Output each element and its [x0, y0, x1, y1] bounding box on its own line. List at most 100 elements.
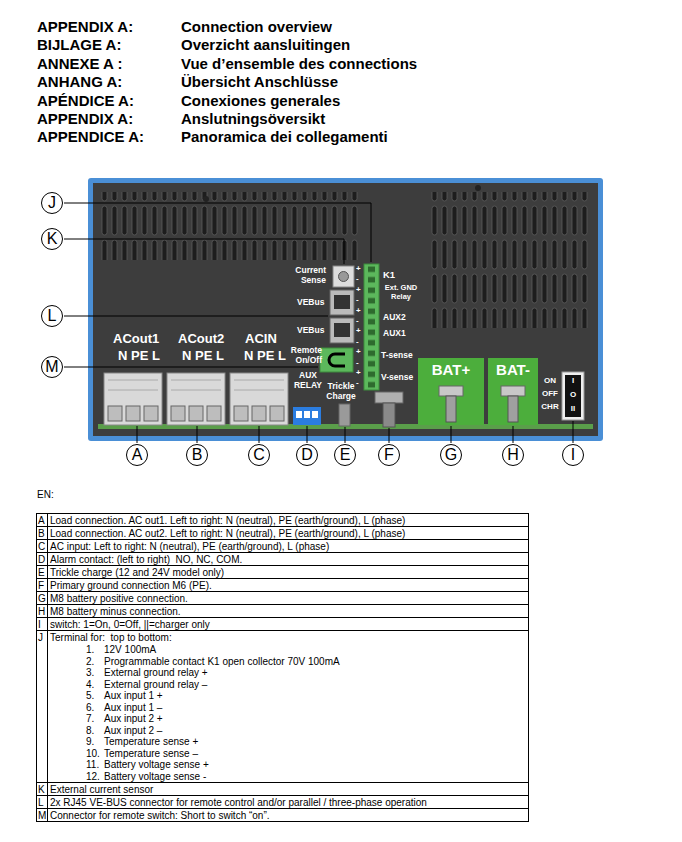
heading-text: Anslutningsöversikt: [181, 110, 325, 128]
panel-label: Remote On/Off: [284, 345, 322, 365]
remote-connector: [320, 348, 353, 372]
panel-label: ON: [541, 376, 559, 386]
table-cell: H: [38, 605, 45, 618]
panel-label: +: [356, 306, 361, 316]
table-cell: Aux input 1 +: [104, 689, 163, 702]
node-text: H: [507, 446, 519, 463]
callout-letter: D: [296, 444, 318, 466]
table-cell: 8.: [86, 724, 94, 737]
table-cell: Temperature sense +: [104, 735, 198, 748]
node-text: L: [48, 307, 57, 324]
heading-text: APÉNDICE A:: [37, 92, 134, 110]
heading-text: Conexiones generales: [181, 92, 340, 110]
node-text: A: [132, 446, 143, 463]
node-text: D: [301, 446, 313, 463]
node-text: BAT+: [432, 361, 470, 378]
trickle-terminal: [339, 404, 350, 426]
panel-label: AUX2: [383, 312, 406, 322]
panel-label: +: [356, 264, 361, 274]
panel-label: -: [356, 274, 359, 284]
table-cell: External current sensor: [50, 783, 153, 796]
node-text: I: [571, 446, 575, 463]
panel-label: Trickle Charge: [322, 381, 360, 401]
panel-label: K1: [383, 269, 395, 280]
table-cell: Temperature sense –: [104, 747, 198, 760]
table-cell: 5.: [86, 689, 94, 702]
panel-label: Ext. GND Relay: [380, 283, 422, 301]
table-grid: [36, 513, 529, 822]
panel-label: -: [356, 358, 359, 368]
ground-bolt: [375, 392, 403, 427]
table-cell: Aux input 1 –: [104, 701, 162, 714]
node-text: BAT-: [496, 361, 530, 378]
table-cell: Primary ground connection M6 (PE).: [50, 579, 212, 592]
terminal-strip: [364, 264, 379, 390]
panel-label: Current Sense: [288, 265, 326, 285]
table-cell: 2.: [86, 655, 94, 668]
callout-letter: M: [41, 356, 63, 378]
panel-label: T-sense: [381, 350, 413, 360]
heading-text: Connection overview: [181, 18, 332, 36]
table-cell: External ground relay +: [104, 666, 208, 679]
table-cell: Aux input 2 –: [104, 724, 162, 737]
table-cell: 12.: [86, 770, 100, 783]
heading-text: Overzicht aansluitingen: [181, 36, 350, 54]
panel-label: II: [565, 404, 581, 414]
panel-label: AUX1: [383, 328, 406, 338]
main-switch: [562, 372, 584, 420]
table-cell: 9.: [86, 735, 94, 748]
heading-text: APPENDICE A:: [37, 128, 144, 146]
callout-letter: F: [378, 444, 400, 466]
callout-letter: H: [502, 444, 524, 466]
battery-terminal: BAT+: [418, 358, 484, 425]
panel-label: VEBus: [297, 297, 324, 307]
table-cell: A: [38, 514, 45, 527]
panel-label: +: [356, 347, 361, 357]
table-cell: Programmable contact K1 open collector 7…: [104, 655, 340, 668]
panel-label: -: [356, 295, 359, 305]
callout-letter: E: [334, 444, 356, 466]
callout-letter: C: [248, 444, 270, 466]
panel-label: -: [356, 337, 359, 347]
table-cell: 10.: [86, 747, 100, 760]
table-cell: M: [38, 809, 46, 822]
panel-label: ACout2: [178, 331, 224, 346]
table-cell: M8 battery minus connection.: [50, 605, 181, 618]
panel-label: VEBus: [297, 325, 324, 335]
table-cell: Alarm contact: (left to right) NO, NC, C…: [50, 553, 242, 566]
aux-relay-connector: [293, 407, 321, 425]
callout-letter: A: [126, 444, 148, 466]
table-cell: 1.: [86, 643, 94, 656]
table-cell: J: [38, 631, 43, 644]
heading-text: Vue d’ensemble des connections: [181, 55, 417, 73]
panel-label: -: [356, 316, 359, 326]
table-cell: C: [38, 540, 45, 553]
table-cell: 12V 100mA: [104, 643, 156, 656]
table-cell: Terminal for: top to bottom:: [50, 631, 172, 644]
panel-label: ACIN: [245, 331, 277, 346]
table-cell: AC input: Left to right: N (neutral), PE…: [50, 540, 329, 553]
panel-label: AUX RELAY: [290, 370, 326, 390]
node-text: B: [192, 446, 203, 463]
table-cell: G: [38, 592, 46, 605]
table-cell: 7.: [86, 712, 94, 725]
table-cell: K: [38, 783, 45, 796]
heading-text: ANNEXE A :: [37, 55, 123, 73]
panel-label: +: [356, 326, 361, 336]
panel-label: CHR: [541, 402, 559, 412]
table-cell: switch: 1=On, 0=Off, ||=charger only: [50, 618, 210, 631]
panel-label: +: [356, 285, 361, 295]
battery-terminal: BAT-: [488, 358, 538, 425]
table-cell: Aux input 2 +: [104, 712, 163, 725]
table-cell: B: [38, 527, 45, 540]
table-cell: 3.: [86, 666, 94, 679]
table-cell: Battery voltage sense +: [104, 758, 209, 771]
vebus-jacks: [330, 290, 354, 343]
panel-label: I: [565, 376, 581, 386]
panel-label: ACout1: [113, 331, 159, 346]
node-text: G: [445, 446, 457, 463]
node-text: J: [48, 194, 56, 211]
current-sense-jack: [333, 266, 354, 287]
panel-label: N PE L: [182, 348, 224, 363]
panel: [88, 178, 603, 441]
